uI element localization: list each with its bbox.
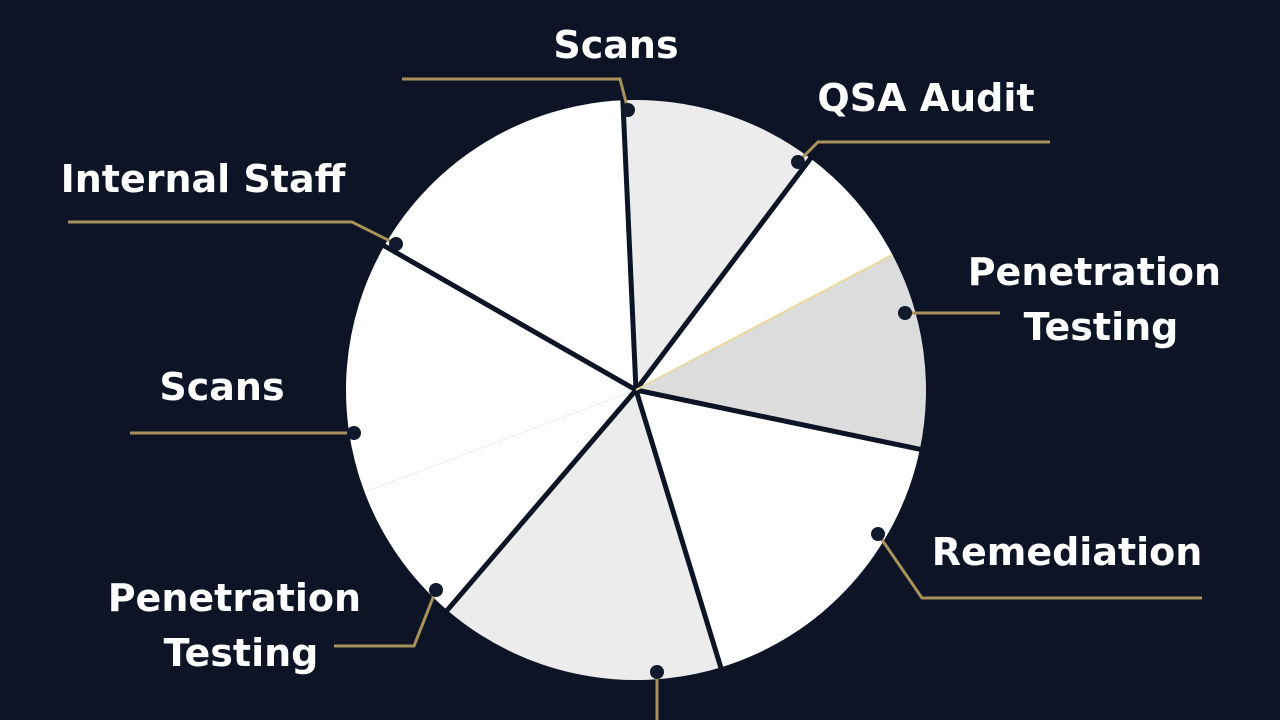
- divider-line: [634, 155, 814, 392]
- slice-5-scans: [345, 245, 636, 493]
- label-penetration-testing-left-line2: Testing: [164, 631, 319, 675]
- slice-3-unlabeled: [447, 390, 721, 680]
- leader-bottom: [650, 665, 664, 720]
- label-penetration-testing-right: Penetration Testing: [968, 250, 1235, 349]
- leader-penetration-testing-right: [898, 306, 1000, 320]
- label-penetration-testing-right-line2: Testing: [1024, 305, 1179, 349]
- divider-line: [635, 387, 923, 453]
- label-remediation: Remediation: [932, 530, 1203, 574]
- leader-scans-top: [402, 77, 635, 117]
- accent-edge-line: [635, 253, 893, 391]
- leader-penetration-testing-left: [334, 583, 443, 648]
- leader-penetration-testing-left-line: [334, 589, 438, 648]
- leader-internal-staff-line: [68, 220, 397, 246]
- leader-remediation: [871, 527, 1202, 600]
- leader-penetration-testing-right-dot: [898, 306, 912, 320]
- leader-internal-staff-dot: [389, 237, 403, 251]
- leader-lines: [68, 77, 1202, 720]
- label-internal-staff: Internal Staff: [61, 157, 347, 201]
- pie-slices: [345, 100, 926, 680]
- divider-line: [381, 242, 638, 393]
- leader-remediation-line: [876, 533, 1202, 600]
- leader-qsa-audit-dot: [791, 155, 805, 169]
- label-penetration-testing-left: Penetration Testing: [108, 576, 375, 675]
- slice-1-penetration-testing: [636, 254, 926, 450]
- slice-6-internal-staff: [384, 100, 636, 391]
- label-penetration-testing-left-text: Penetration: [108, 576, 361, 620]
- leader-remediation-dot: [871, 527, 885, 541]
- leader-scans-top-dot: [621, 103, 635, 117]
- leader-qsa-audit: [791, 140, 1050, 169]
- divider-line: [633, 389, 724, 670]
- leader-bottom-dot: [650, 665, 664, 679]
- leader-qsa-audit-line: [796, 140, 1050, 164]
- leader-scans-left: [130, 426, 361, 440]
- pie-dividers: [381, 98, 923, 670]
- label-scans-top: Scans: [553, 23, 678, 67]
- label-scans-left: Scans: [159, 365, 284, 409]
- label-qsa-audit: QSA Audit: [817, 76, 1034, 120]
- leader-scans-top-line: [402, 77, 630, 111]
- slice-labels: Scans QSA Audit Internal Staff Penetrati…: [61, 23, 1235, 675]
- leader-scans-left-dot: [347, 426, 361, 440]
- slice-4-penetration-testing: [364, 390, 636, 611]
- slice-0-qsa-audit: [636, 158, 893, 390]
- divider-line: [444, 388, 638, 614]
- divider-line: [620, 98, 639, 391]
- leader-penetration-testing-left-dot: [429, 583, 443, 597]
- slice-2-remediation: [636, 390, 920, 668]
- slice-7-scans: [622, 100, 811, 390]
- label-penetration-testing-right-text: Penetration: [968, 250, 1221, 294]
- leader-internal-staff: [68, 220, 403, 251]
